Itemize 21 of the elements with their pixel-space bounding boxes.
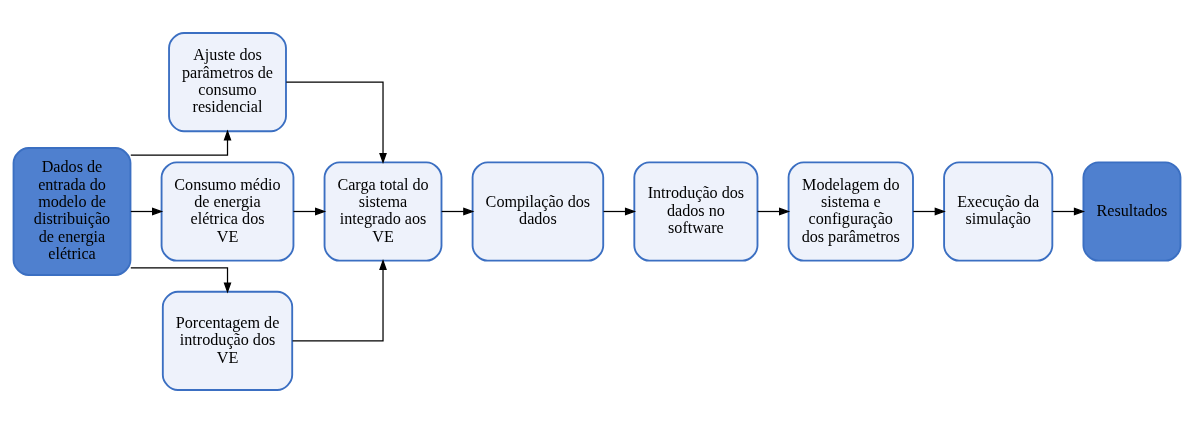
- arrow: [292, 207, 327, 216]
- node-box: Consumo médio de energia elétrica dos VE: [160, 161, 295, 262]
- arrow: [285, 81, 387, 165]
- node-box: Resultados: [1082, 161, 1182, 262]
- arrow: [130, 129, 232, 156]
- node-box: Modelagem do sistema e configuração dos parâmetros: [787, 161, 914, 262]
- node-box: Ajuste dos parâmetros de consumo residencial: [168, 32, 287, 133]
- arrow: [756, 207, 791, 216]
- node-box: Carga total do sistema integrado aos VE: [323, 161, 443, 262]
- node-box: Execução da simulação: [943, 161, 1054, 262]
- node-box: Porcentagem de introdução dos VE: [161, 290, 294, 391]
- node-box: Dados de entrada do modelo de distribuição de energia elétrica: [12, 147, 132, 276]
- arrow: [130, 207, 164, 216]
- arrow: [440, 207, 475, 216]
- arrow: [912, 207, 946, 216]
- arrow: [602, 207, 637, 216]
- node-box: Compilação dos dados: [471, 161, 605, 262]
- arrow: [291, 258, 387, 342]
- arrow: [1052, 207, 1086, 216]
- arrow: [130, 267, 232, 294]
- node-box: Introdução dos dados no software: [633, 161, 759, 262]
